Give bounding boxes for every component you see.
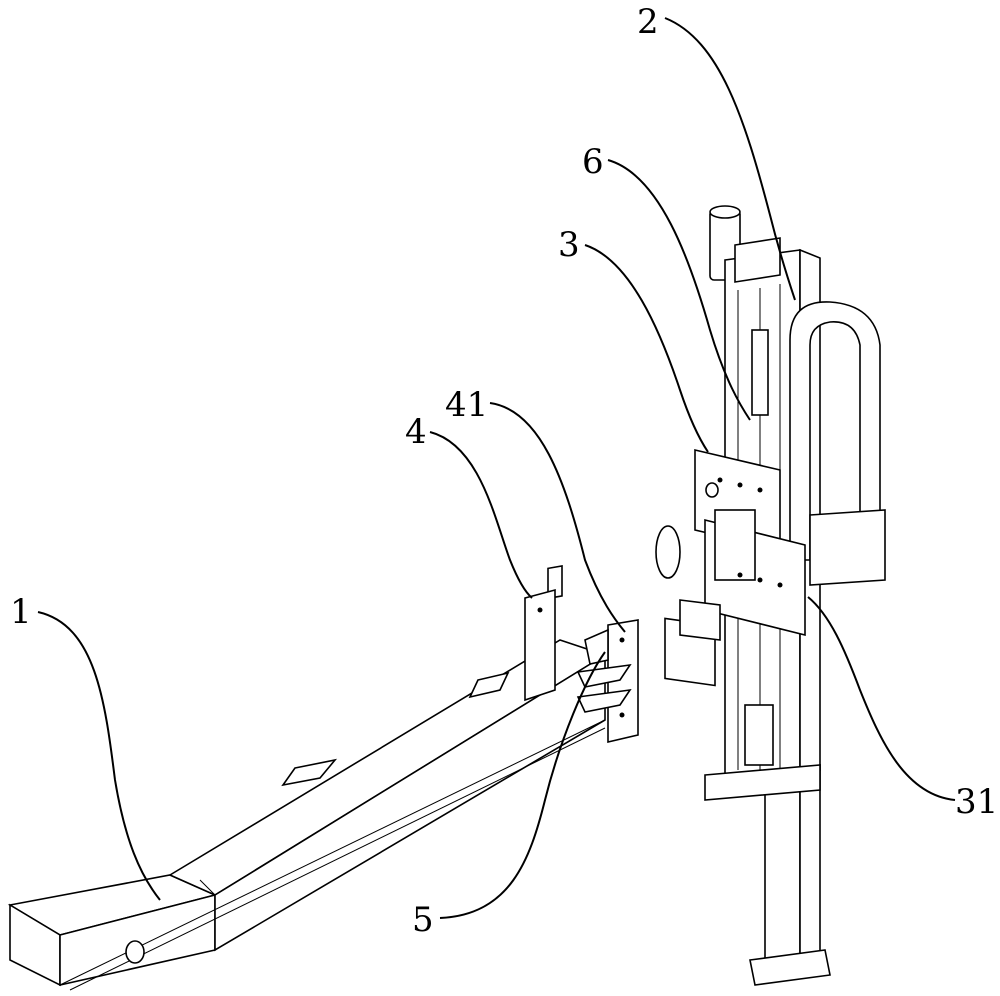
label-1: 1 xyxy=(10,592,32,632)
leader-lines xyxy=(37,17,956,919)
horizontal-beam xyxy=(7,564,607,991)
label-31: 31 xyxy=(955,782,999,822)
carriage xyxy=(655,448,806,687)
label-2: 2 xyxy=(637,2,659,42)
label-4: 4 xyxy=(405,412,427,452)
label-41: 41 xyxy=(445,385,489,425)
label-3: 3 xyxy=(558,225,580,265)
mounting-plate xyxy=(524,588,639,744)
label-5: 5 xyxy=(412,900,434,940)
label-6: 6 xyxy=(582,142,604,182)
